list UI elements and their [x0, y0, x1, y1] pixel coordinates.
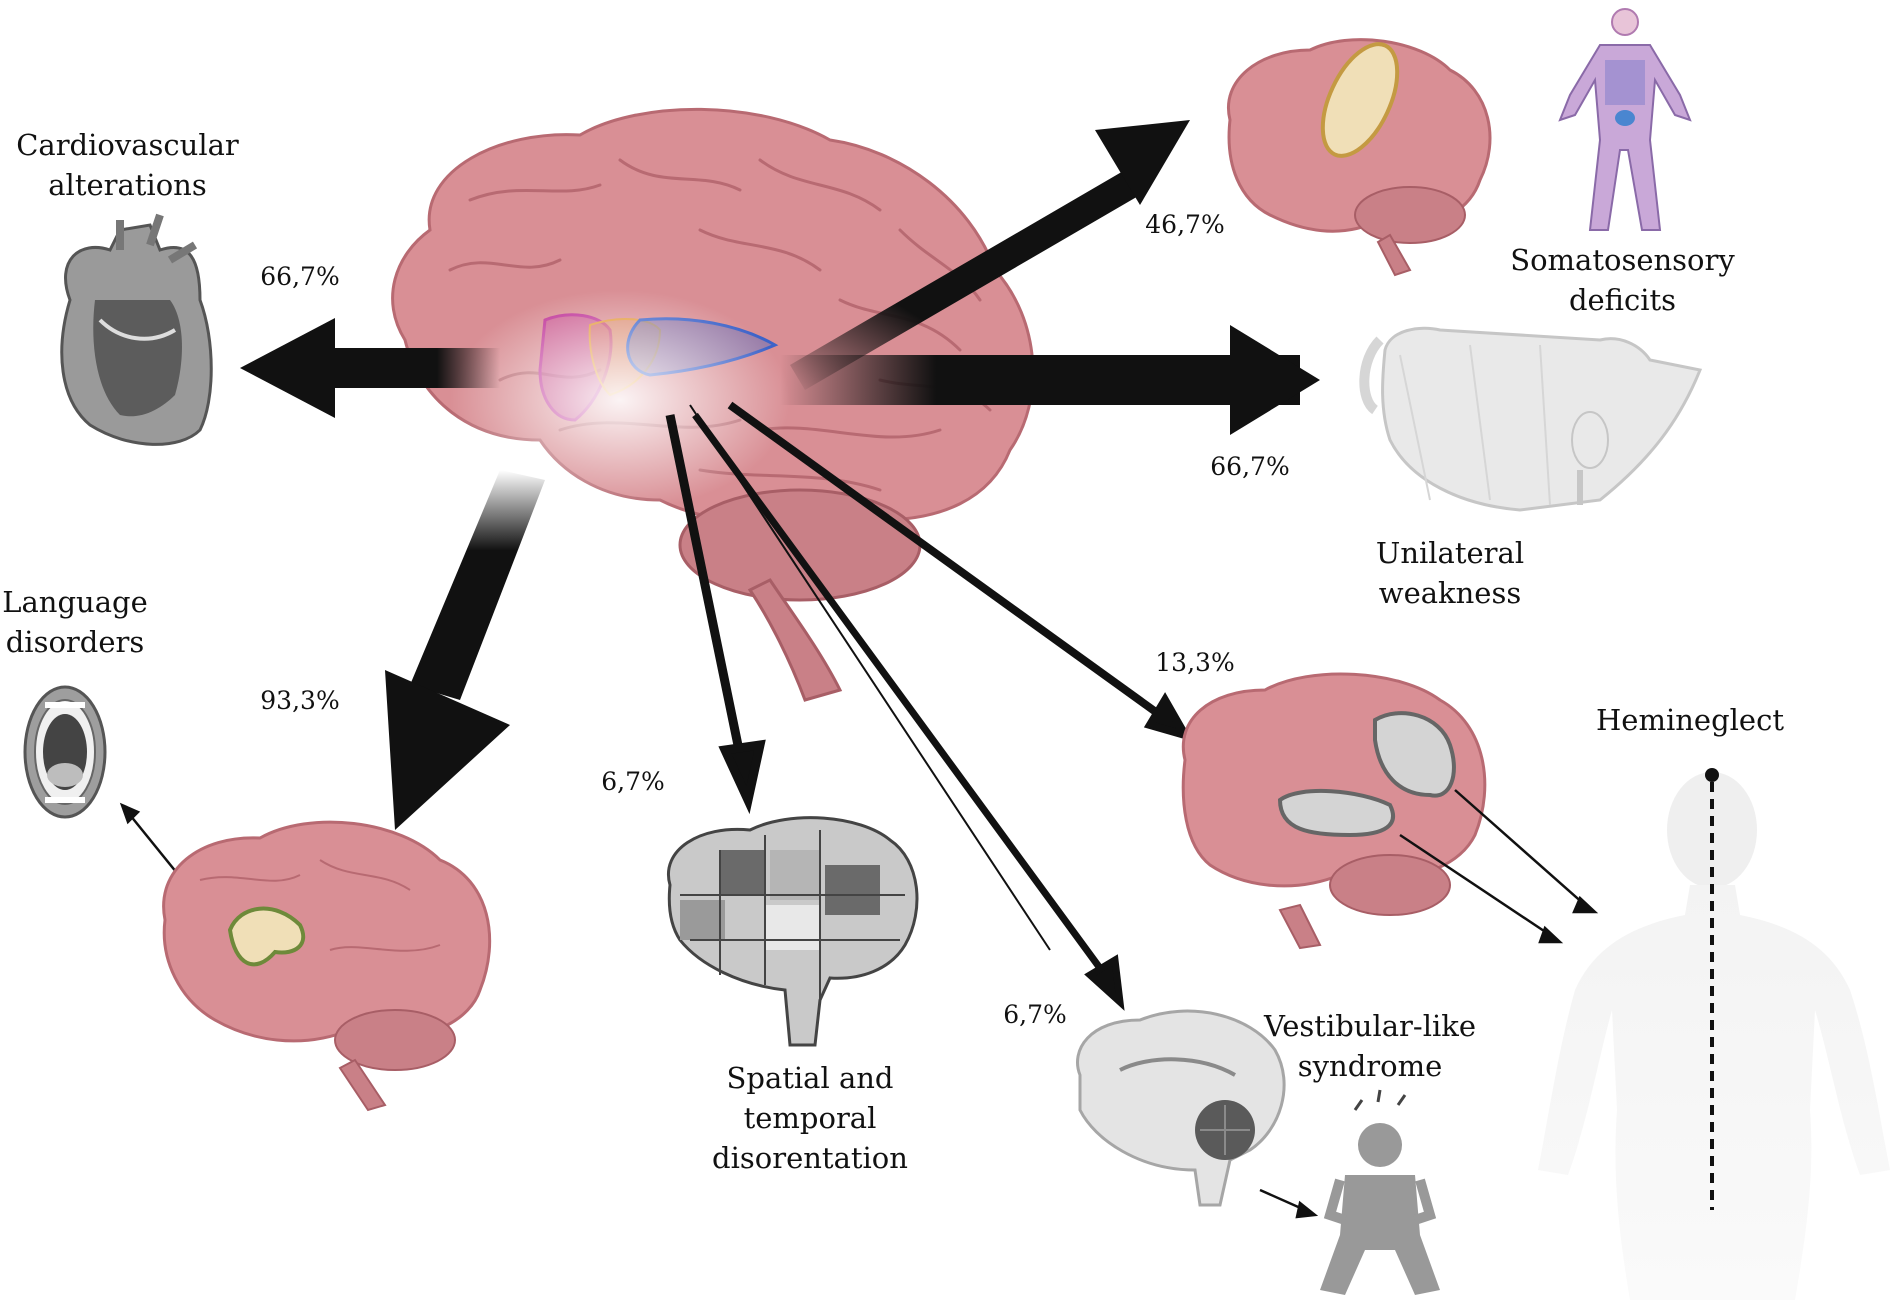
label-spatial-line1: Spatial and — [726, 1061, 894, 1095]
label-cardiovascular-line1: Cardiovascular — [16, 128, 239, 162]
label-somatosensory-line1: Somatosensory — [1510, 243, 1735, 277]
label-hemineglect: Hemineglect — [1596, 703, 1784, 737]
hemineglect-brain-icon — [1181, 672, 1487, 950]
label-unilateral-line1: Unilateral — [1375, 536, 1525, 570]
arrow-hemineglect — [727, 401, 1194, 742]
label-vestibular-line1: Vestibular-like — [1263, 1009, 1476, 1043]
label-somatosensory-line2: deficits — [1568, 283, 1677, 317]
label-somatosensory: Somatosensory deficits — [1500, 240, 1745, 320]
label-spatial-line3: disorentation — [712, 1141, 908, 1175]
pct-spatial: 6,7% — [601, 767, 665, 796]
language-brain-icon — [162, 820, 492, 1112]
label-spatial-line2: temporal — [743, 1101, 877, 1135]
label-cardiovascular: Cardiovascular alterations — [0, 125, 255, 205]
pct-unilateral: 66,7% — [1210, 452, 1290, 481]
pct-cardiovascular: 66,7% — [260, 262, 340, 291]
pct-hemineglect: 13,3% — [1155, 648, 1235, 677]
label-language: Language disorders — [0, 582, 150, 662]
sagittal-brain-icon — [1076, 1009, 1286, 1207]
arrow-vestibular — [692, 412, 1125, 1011]
arrow-spatial — [665, 414, 766, 815]
vestibular-arrow — [1259, 1188, 1319, 1219]
label-unilateral-line2: weakness — [1378, 576, 1522, 610]
label-vestibular-line2: syndrome — [1297, 1049, 1443, 1083]
pct-language: 93,3% — [260, 686, 340, 715]
label-language-line1: Language — [2, 585, 148, 619]
label-unilateral: Unilateral weakness — [1350, 533, 1550, 613]
arrow-somatosensory — [790, 120, 1190, 390]
arrow-language — [385, 470, 545, 830]
somatosensory-brain-icon — [1227, 38, 1492, 277]
mouth-icon — [23, 685, 107, 819]
hemineglect-arrows — [1399, 789, 1599, 944]
label-spatial: Spatial and temporal disorentation — [690, 1058, 930, 1178]
arrow-cardiovascular — [240, 318, 500, 418]
puzzle-brain-icon — [667, 816, 919, 1047]
pct-vestibular: 6,7% — [1003, 1000, 1067, 1029]
heart-icon — [60, 213, 213, 446]
arrow-vestibular-thin — [689, 404, 1051, 951]
pct-somatosensory: 46,7% — [1145, 210, 1225, 239]
dizzy-person-icon — [1320, 1089, 1440, 1295]
label-cardiovascular-line2: alterations — [48, 168, 207, 202]
arrow-unilateral — [780, 325, 1320, 435]
body-silhouette-icon — [1538, 768, 1890, 1300]
central-brain-icon — [391, 107, 1035, 702]
label-language-line2: disorders — [5, 625, 145, 659]
label-vestibular: Vestibular-like syndrome — [1250, 1006, 1490, 1086]
motor-homunculus-icon — [1359, 326, 1703, 512]
homunculus-icon — [1558, 8, 1692, 231]
